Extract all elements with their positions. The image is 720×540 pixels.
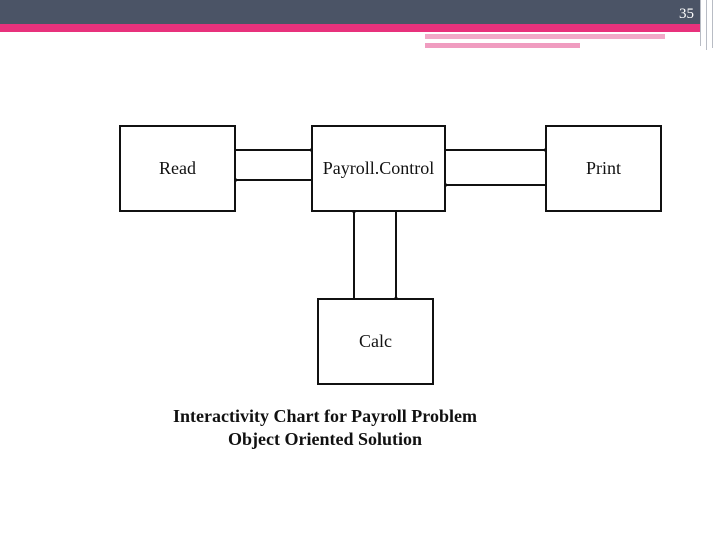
header-divider-1 [700, 0, 701, 46]
header-divider-3 [712, 0, 713, 48]
node-read: Read [119, 125, 236, 212]
node-read-label: Read [159, 158, 196, 178]
caption-line-2: Object Oriented Solution [228, 429, 422, 449]
node-payroll-control: Payroll.Control [311, 125, 446, 212]
node-print-label: Print [585, 158, 621, 178]
node-calc-label: Calc [359, 331, 392, 351]
node-calc: Calc [317, 298, 434, 385]
header-accent-bar-2 [425, 43, 580, 48]
diagram-caption: Interactivity Chart for Payroll Problem … [110, 405, 540, 451]
node-print: Print [545, 125, 662, 212]
slide-number: 35 [679, 6, 694, 22]
header-accent-line [0, 24, 700, 32]
header-bar [0, 0, 700, 24]
header-accent-bar-1 [425, 34, 665, 39]
caption-line-1: Interactivity Chart for Payroll Problem [173, 406, 477, 426]
node-payroll-control-label: Payroll.Control [322, 158, 435, 178]
header-divider-2 [706, 0, 707, 50]
